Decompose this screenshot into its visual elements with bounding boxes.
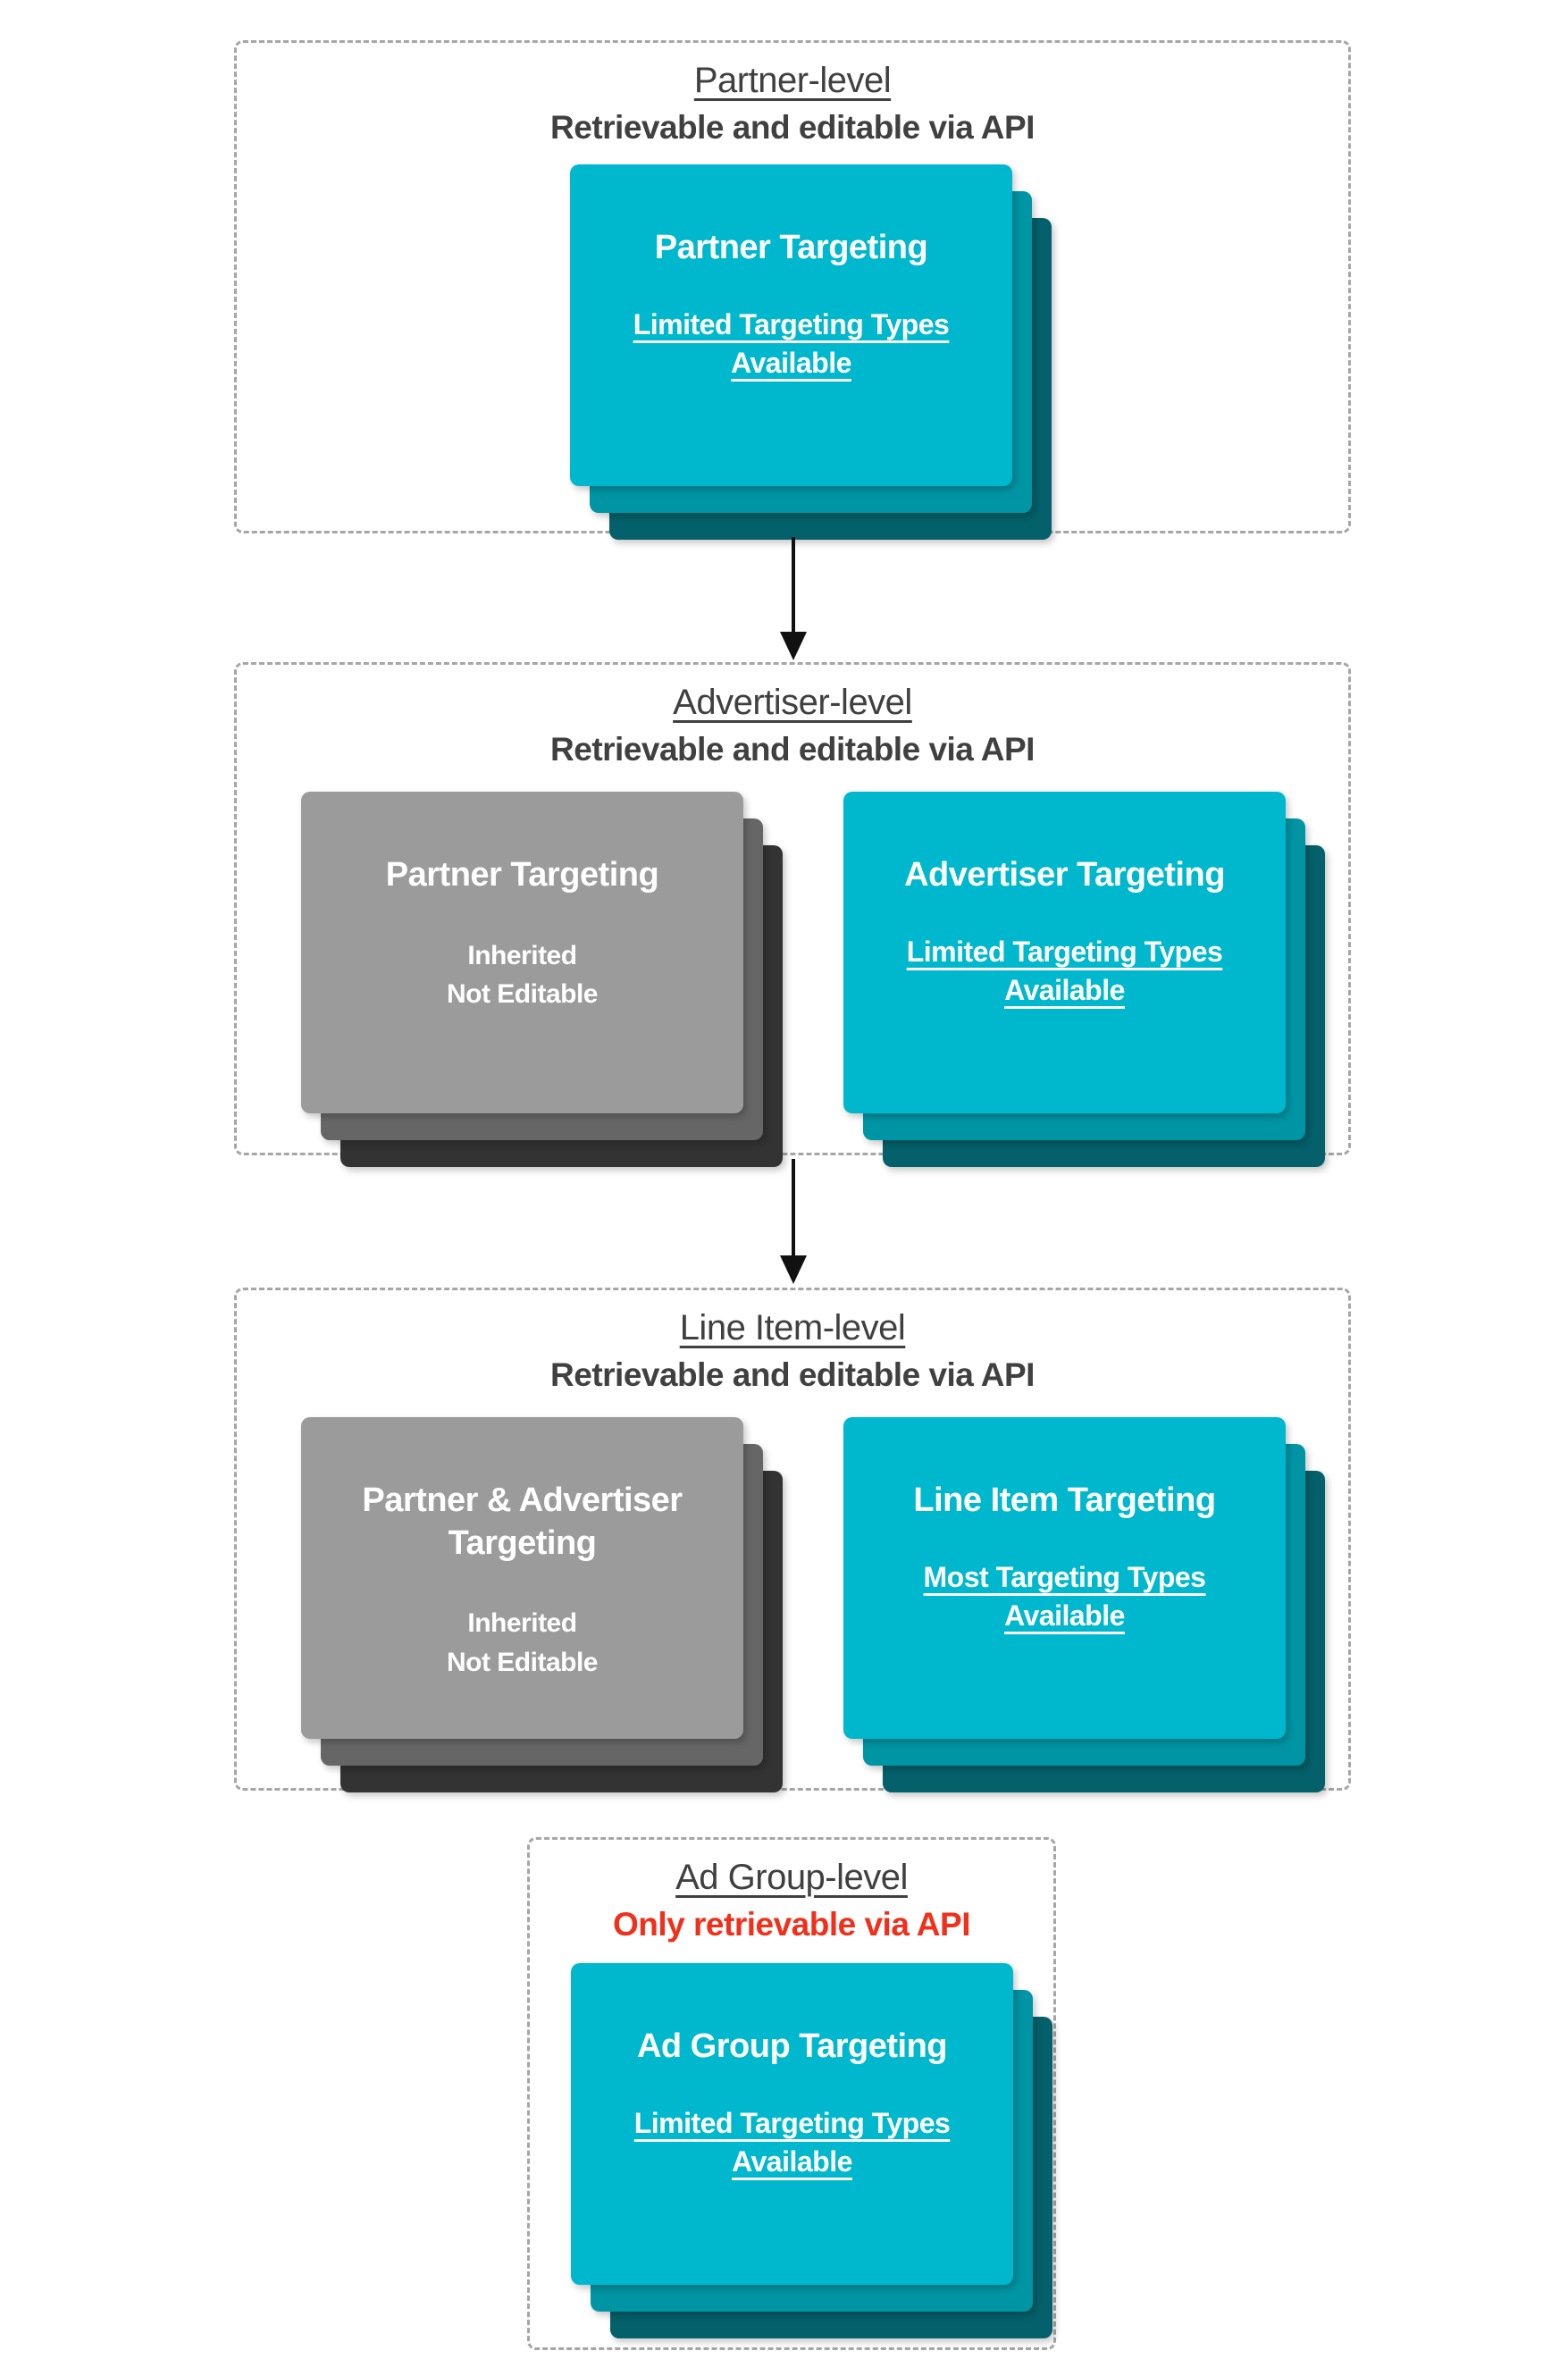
card-note-line: Not Editable [446,979,599,1009]
section-subtitle: Only retrievable via API [613,1906,971,1943]
advertiser-targeting-card-stack: Advertiser Targeting Limited Targeting T… [843,792,1325,1167]
card-note-line: Inherited [467,1608,577,1638]
card-note: Limited Targeting Types Available [633,2106,951,2178]
flow-arrow-down-icon [792,1159,795,1255]
card-title: Partner & Advertiser Targeting [362,1481,683,1562]
card-note: Most Targeting Types Available [923,1560,1206,1632]
inherited-partner-advertiser-targeting-card-stack: Partner & Advertiser Targeting Inherited… [301,1417,783,1792]
card-top-layer [301,792,743,1113]
card-top-layer [843,792,1286,1113]
card-note: Inherited Not Editable [446,936,599,1014]
card-note: Limited Targeting Types Available [633,307,950,379]
card-content: Partner Targeting Inherited Not Editable [301,792,743,1113]
ad-group-level-section: Ad Group-level Only retrievable via API … [527,1837,1056,2350]
card-title: Ad Group Targeting [636,2027,948,2065]
card-title: Line Item Targeting [913,1481,1216,1519]
flow-arrow-down-icon [792,537,795,632]
card-note: Limited Targeting Types Available [906,935,1223,1006]
card-title: Advertiser Targeting [904,856,1225,894]
card-content: Advertiser Targeting Limited Targeting T… [843,792,1286,1113]
partner-level-section: Partner-level Retrievable and editable v… [234,40,1351,540]
card-title: Partner Targeting [385,856,659,894]
section-title: Ad Group-level [675,1858,908,1897]
card-content: Line Item Targeting Most Targeting Types… [843,1417,1286,1739]
card-note: Inherited Not Editable [446,1604,599,1682]
section-title: Line Item-level [679,1308,906,1347]
section-subtitle: Retrievable and editable via API [550,1356,1035,1393]
card-note-line: Inherited [467,940,577,970]
card-note-line: Not Editable [446,1647,599,1677]
partner-targeting-card-stack: Partner Targeting Limited Targeting Type… [570,164,1052,540]
section-subtitle: Retrievable and editable via API [550,731,1035,768]
card-content: Ad Group Targeting Limited Targeting Typ… [571,1963,1013,2285]
card-top-layer [301,1417,743,1739]
section-title: Advertiser-level [673,683,912,722]
inherited-partner-targeting-card-stack: Partner Targeting Inherited Not Editable [301,792,783,1167]
card-top-layer [843,1417,1286,1739]
ad-group-targeting-card-stack: Ad Group Targeting Limited Targeting Typ… [571,1963,1052,2338]
card-top-layer [570,164,1012,486]
card-content: Partner Targeting Limited Targeting Type… [570,164,1012,486]
section-title: Partner-level [693,61,892,100]
line-item-level-section: Line Item-level Retrievable and editable… [234,1288,1351,1792]
card-title: Partner Targeting [654,229,928,266]
advertiser-level-section: Advertiser-level Retrievable and editabl… [234,662,1351,1167]
line-item-targeting-card-stack: Line Item Targeting Most Targeting Types… [843,1417,1325,1792]
card-content: Partner & Advertiser Targeting Inherited… [301,1417,743,1739]
card-top-layer [571,1963,1013,2285]
section-subtitle: Retrievable and editable via API [550,109,1035,146]
